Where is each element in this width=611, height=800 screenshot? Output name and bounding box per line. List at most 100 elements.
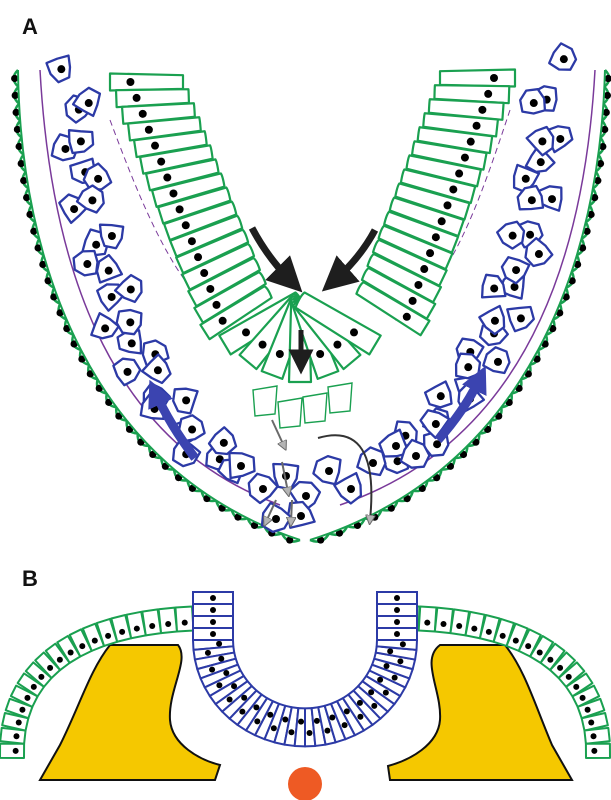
ectoderm-left-cell (159, 608, 177, 634)
cell-nucleus (394, 619, 400, 625)
cell-nucleus (239, 709, 245, 715)
cell-nucleus (169, 189, 177, 197)
cell-nucleus (538, 137, 546, 145)
cell-nucleus (500, 633, 506, 639)
cell-nucleus (182, 620, 188, 626)
neural-plate-cell (110, 74, 183, 91)
cell-nucleus (216, 682, 222, 688)
cell-nucleus (491, 317, 499, 325)
cell-nucleus (149, 623, 155, 629)
cell-nucleus (432, 420, 440, 428)
cell-nucleus (182, 221, 190, 229)
cell-nucleus (591, 733, 597, 739)
cell-nucleus (128, 339, 136, 347)
cell-nucleus (484, 90, 492, 98)
cell-nucleus (387, 648, 393, 654)
cell-nucleus (547, 657, 553, 663)
cell-nucleus (394, 607, 400, 613)
cell-nucleus (473, 122, 481, 130)
cell-nucleus (392, 675, 398, 681)
cell-nucleus (329, 714, 335, 720)
cell-nucleus (560, 55, 568, 63)
cell-nucleus (94, 175, 102, 183)
panel-b-neural-tube (0, 592, 610, 800)
cell-nucleus (119, 629, 125, 635)
cell-nucleus (163, 174, 171, 182)
cell-nucleus (511, 283, 519, 291)
cell-nucleus (126, 318, 134, 326)
panel-label-b: B (22, 566, 38, 591)
cell-nucleus (165, 621, 171, 627)
cell-nucleus (537, 650, 543, 656)
cell-nucleus (384, 663, 390, 669)
cell-nucleus (302, 492, 310, 500)
cell-nucleus (79, 643, 85, 649)
cell-nucleus (108, 232, 116, 240)
cell-nucleus (216, 641, 222, 647)
cell-nucleus (394, 595, 400, 601)
cell-nucleus (154, 366, 162, 374)
cell-nucleus (139, 110, 147, 118)
cell-nucleus (194, 253, 202, 261)
cell-nucleus (344, 708, 350, 714)
cell-nucleus (127, 285, 135, 293)
neural-plate-cell (440, 70, 515, 87)
cell-nucleus (432, 233, 440, 241)
cell-nucleus (105, 267, 113, 275)
cell-nucleus (276, 350, 284, 358)
ectoderm-right-cell (584, 728, 609, 744)
cell-nucleus (133, 94, 141, 102)
cell-nucleus (31, 684, 37, 690)
cell-nucleus (267, 712, 273, 718)
cell-nucleus (254, 718, 260, 724)
cell-nucleus (77, 137, 85, 145)
cell-nucleus (403, 313, 411, 321)
cell-nucleus (394, 631, 400, 637)
cell-nucleus (227, 696, 233, 702)
cell-nucleus (38, 674, 44, 680)
cell-nucleus (478, 106, 486, 114)
cell-nucleus (188, 426, 196, 434)
cell-nucleus (441, 621, 447, 627)
cell-nucleus (383, 690, 389, 696)
cell-nucleus (282, 717, 288, 723)
cell-nucleus (314, 718, 320, 724)
cell-nucleus (126, 78, 134, 86)
cell-nucleus (210, 619, 216, 625)
cell-nucleus (486, 629, 492, 635)
cell-nucleus (426, 249, 434, 257)
delaminating-cell (253, 386, 277, 416)
cell-nucleus (298, 719, 304, 725)
cell-nucleus (530, 99, 538, 107)
cell-nucleus (105, 633, 111, 639)
cell-nucleus (145, 126, 153, 134)
cell-nucleus (212, 301, 220, 309)
cell-nucleus (509, 232, 517, 240)
cell-nucleus (467, 138, 475, 146)
cell-nucleus (209, 667, 215, 673)
cell-nucleus (101, 324, 109, 332)
cell-nucleus (61, 145, 69, 153)
cell-nucleus (259, 341, 267, 349)
cell-nucleus (13, 748, 19, 754)
panel-label-a: A (22, 14, 38, 39)
cell-nucleus (371, 703, 377, 709)
cell-nucleus (350, 328, 358, 336)
cell-nucleus (490, 74, 498, 82)
cell-nucleus (151, 142, 159, 150)
cell-nucleus (218, 656, 224, 662)
cell-nucleus (259, 485, 267, 493)
cell-nucleus (566, 674, 572, 680)
cell-nucleus (272, 515, 280, 523)
cell-nucleus (325, 467, 333, 475)
cell-nucleus (307, 730, 313, 736)
cell-nucleus (449, 185, 457, 193)
cell-nucleus (242, 328, 250, 336)
cell-nucleus (210, 607, 216, 613)
cell-nucleus (455, 170, 463, 178)
cell-nucleus (219, 317, 227, 325)
cell-nucleus (377, 677, 383, 683)
cell-nucleus (409, 297, 417, 305)
cell-nucleus (535, 250, 543, 258)
cell-nucleus (85, 99, 93, 107)
